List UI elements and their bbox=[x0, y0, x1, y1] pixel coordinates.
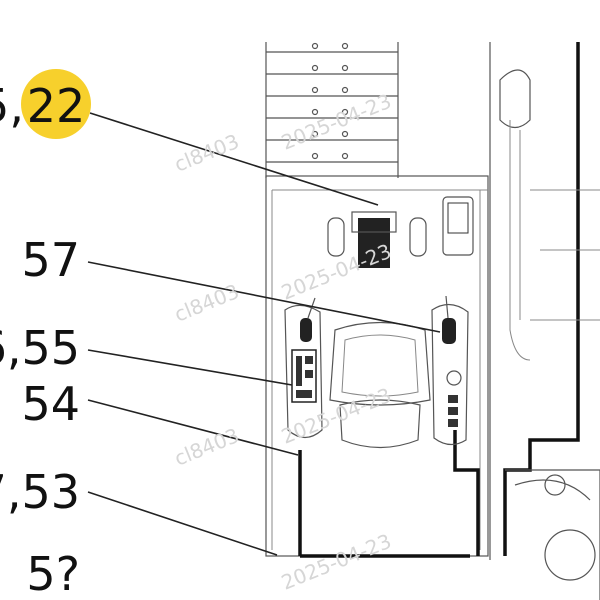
left-armrest-console bbox=[284, 297, 323, 439]
joystick-base bbox=[358, 218, 390, 268]
rung-bolt bbox=[341, 86, 349, 94]
callout-label-highlighted: 22 bbox=[27, 79, 86, 133]
rung-bolt bbox=[311, 130, 319, 138]
right-armrest-console bbox=[431, 295, 469, 446]
callout-label: 6,55 bbox=[0, 321, 80, 375]
rung-bolt bbox=[341, 130, 349, 138]
svg-text:cl8403: cl8403 bbox=[171, 423, 243, 471]
callout-label: 5, bbox=[0, 79, 24, 133]
operator-seat bbox=[329, 321, 431, 449]
svg-text:cl8403: cl8403 bbox=[171, 129, 243, 177]
right-structure bbox=[489, 42, 600, 600]
cabin-outline bbox=[265, 175, 489, 558]
callout-label: 57 bbox=[21, 233, 80, 287]
top-console bbox=[327, 196, 474, 268]
rung-bolt bbox=[311, 108, 319, 116]
rung-bolt bbox=[341, 64, 349, 72]
rung-bolt bbox=[341, 42, 349, 50]
rung-bolt bbox=[341, 108, 349, 116]
leader-lines bbox=[87, 112, 441, 556]
ladder-column bbox=[265, 42, 399, 178]
callout-label: 5? bbox=[26, 547, 80, 600]
callout-label: 7,53 bbox=[0, 465, 80, 519]
highlight-marker bbox=[21, 69, 91, 139]
rung-bolt bbox=[311, 64, 319, 72]
rung-bolt bbox=[311, 152, 319, 160]
rung-bolt bbox=[311, 42, 319, 50]
callout-label: 54 bbox=[21, 377, 80, 431]
svg-text:2025-04-23: 2025-04-23 bbox=[278, 89, 395, 155]
watermark: cl8403 2025-04-23 cl8403 2025-04-23 cl84… bbox=[171, 89, 395, 595]
rung-bolt bbox=[311, 86, 319, 94]
display-monitor bbox=[442, 196, 474, 256]
svg-text:2025-04-23: 2025-04-23 bbox=[278, 529, 395, 595]
callout-labels: 5, 22 57 6,55 54 7,53 5? bbox=[0, 69, 91, 600]
svg-text:2025-04-23: 2025-04-23 bbox=[278, 239, 395, 305]
rung-bolt bbox=[341, 152, 349, 160]
